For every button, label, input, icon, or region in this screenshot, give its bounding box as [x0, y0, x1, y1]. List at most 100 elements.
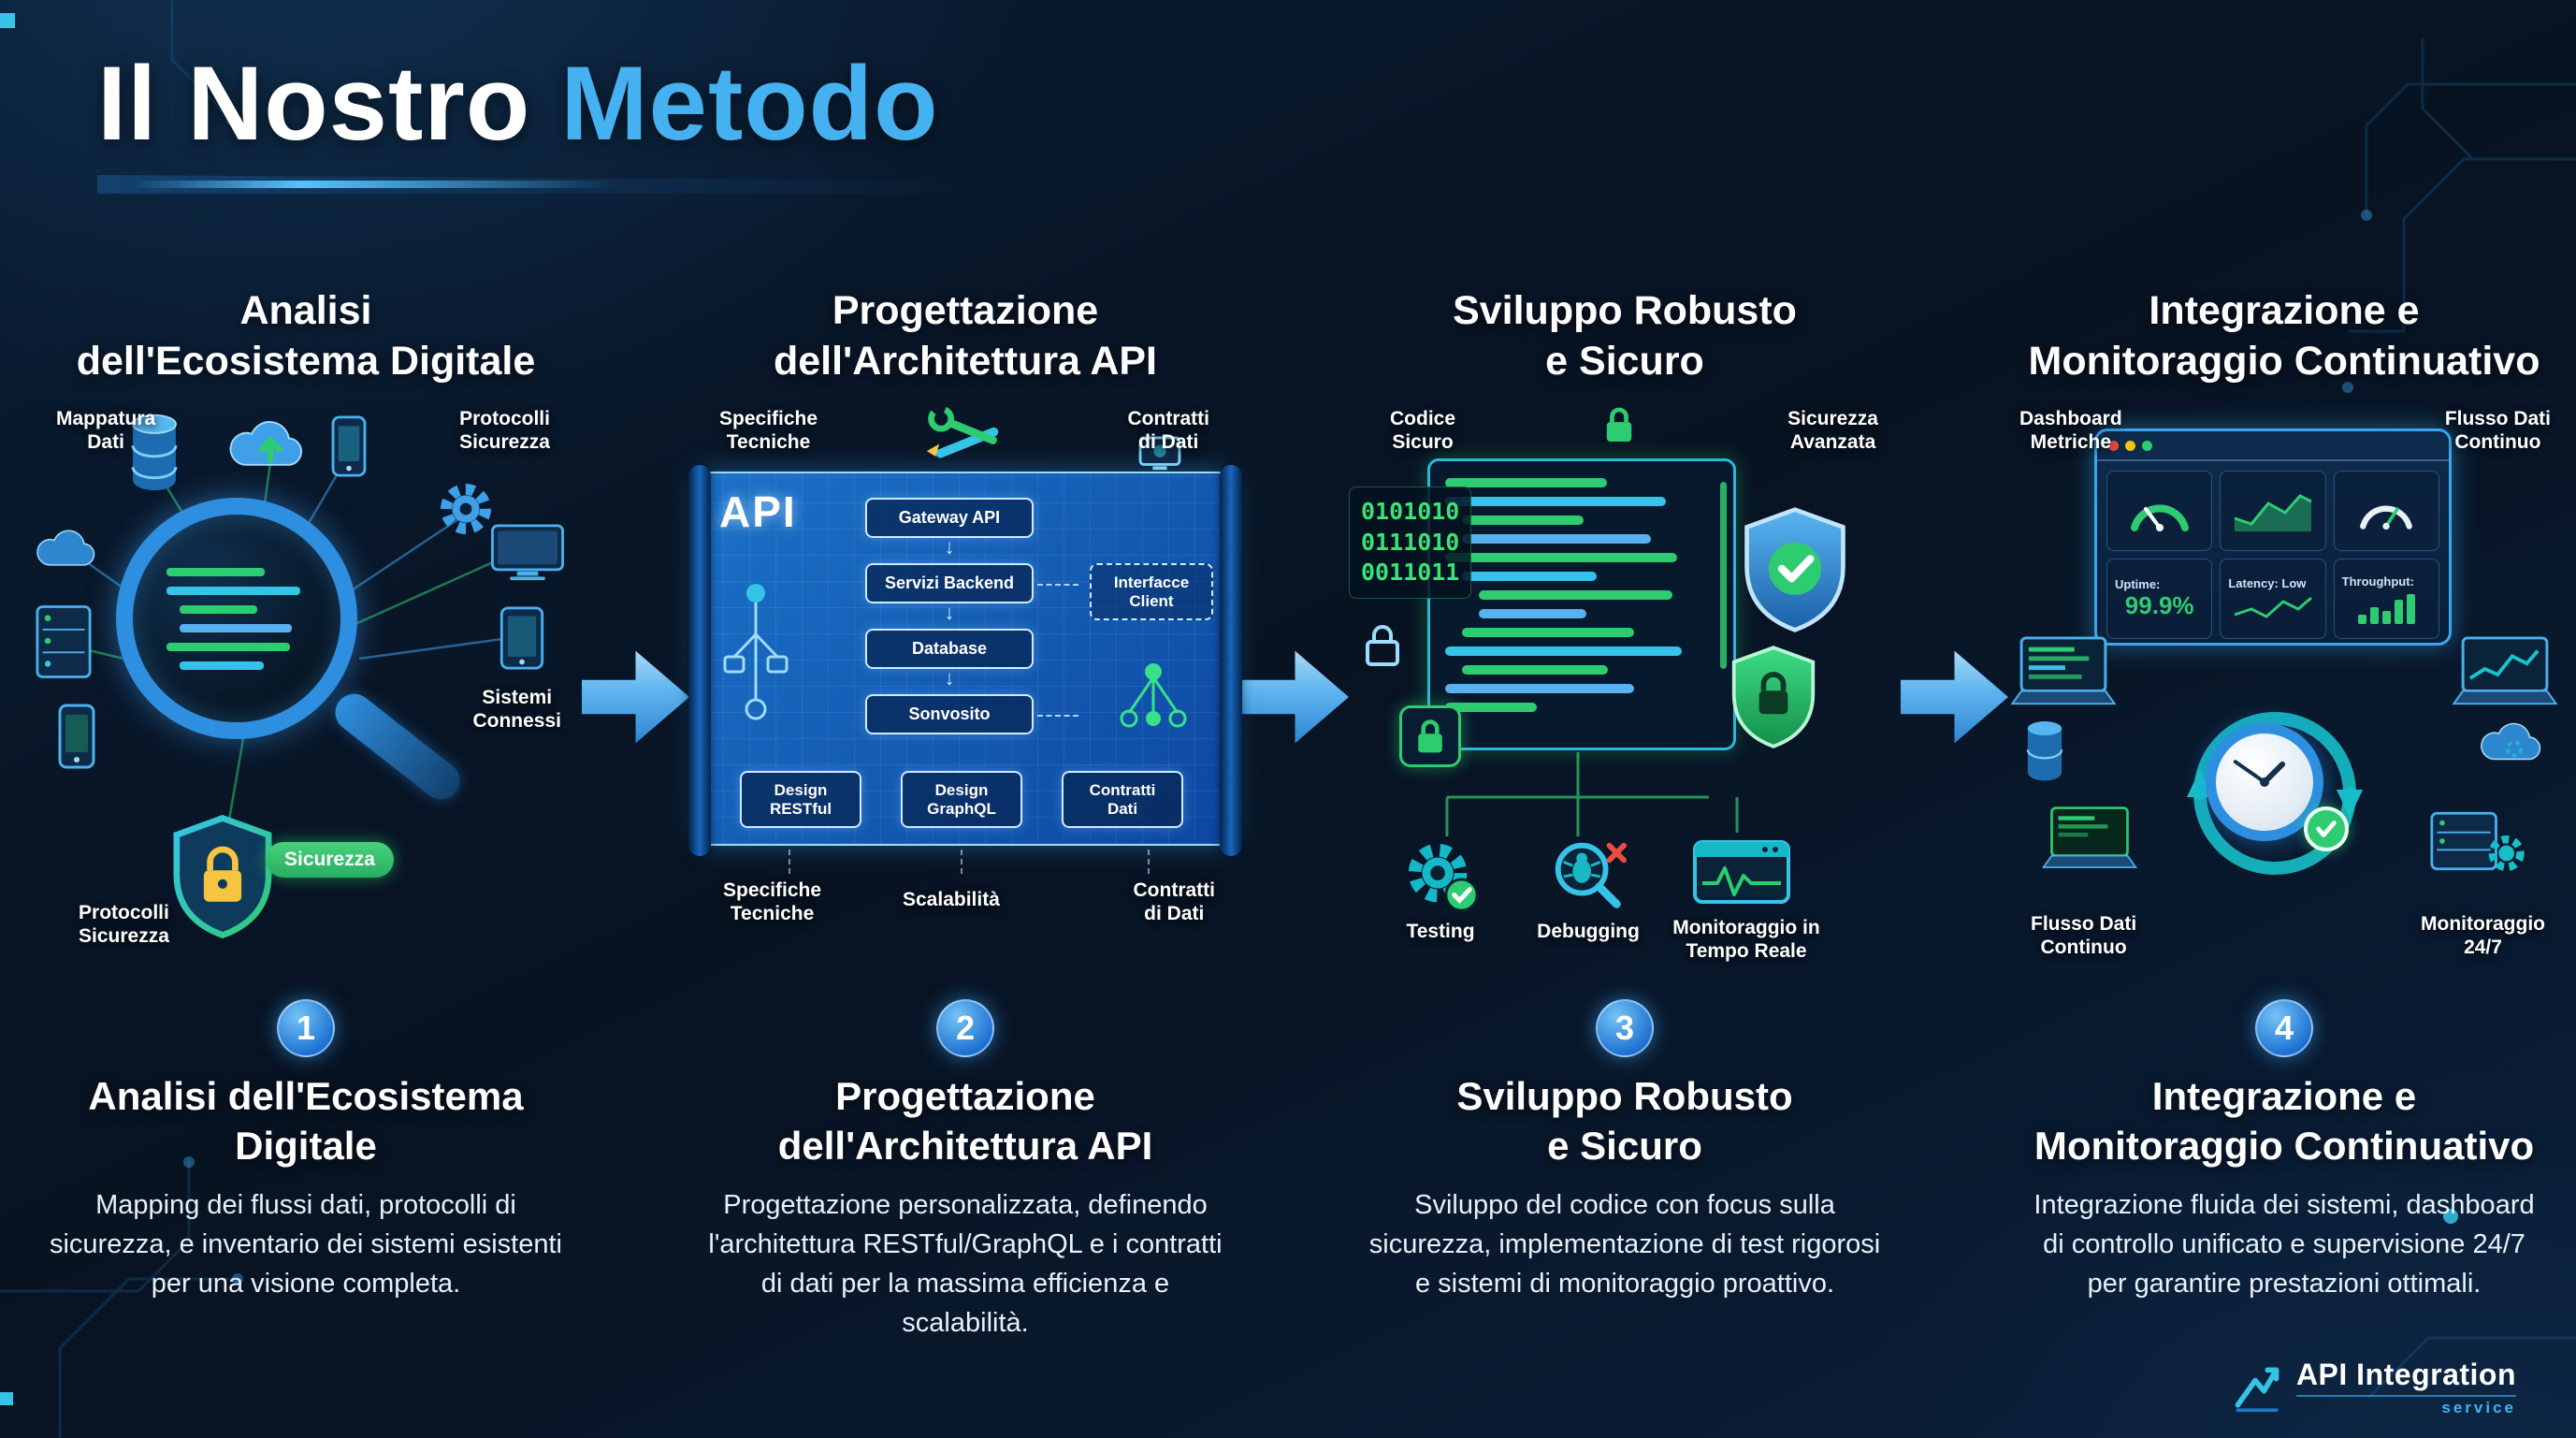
step-2-title: Progettazione dell'Architettura API: [773, 288, 1158, 384]
padlock-outline-icon: [1364, 621, 1401, 668]
brand-arrow-icon: [2235, 1367, 2279, 1413]
tablet-icon: [499, 606, 544, 670]
shield-lock-icon: [170, 814, 275, 939]
window-dot-green: [2142, 440, 2152, 451]
throughput-tile: Throughput:: [2333, 559, 2439, 639]
realtime-monitor-icon: [1693, 840, 1790, 909]
dashed-connector: [1037, 584, 1078, 586]
flow-box-4: Sonvosito: [865, 694, 1034, 734]
page-title-accent: Metodo: [560, 45, 939, 162]
phone-icon: [58, 704, 95, 769]
node-tree-icon: [1114, 659, 1193, 756]
dashed-connector: [1037, 715, 1078, 717]
binary-code-block: 0101010 0111010 0011011: [1349, 487, 1472, 599]
page-title-primary: Il Nostro: [97, 45, 531, 162]
step-3: Sviluppo Robusto e Sicuro Codice Sicuro …: [1349, 281, 1901, 1303]
window-dot-red: [2108, 440, 2119, 451]
step-1-number-badge: 1: [277, 999, 335, 1057]
label-debugging: Debugging: [1537, 921, 1640, 942]
server-gear-icon: [2429, 805, 2526, 878]
blueprint-scroll: API Gateway API ↓ Servizi Backend: [688, 465, 1242, 856]
connector-lines: [1445, 752, 1739, 836]
step-4-illustration: Dashboard Metriche Flusso Dati Continuo: [2008, 404, 2560, 966]
callout-mappatura-dati: Mappatura Dati: [56, 408, 156, 453]
latency-label: Latency: Low: [2228, 575, 2307, 590]
down-arrow-icon: ↓: [944, 535, 955, 559]
callout-monitoraggio-247: Monitoraggio 24/7: [2421, 913, 2545, 958]
dashboard-grid: Uptime: 99.9% Latency: Low Throughput:: [2097, 461, 2449, 648]
brand-text: API Integration service: [2295, 1358, 2516, 1417]
callout-protocolli-sicurezza-bottom: Protocolli Sicurezza: [79, 902, 169, 947]
cloud-sync-icon: [2474, 717, 2554, 771]
step-2-description: Progettazione personalizzata, definendo …: [708, 1190, 1223, 1339]
page-header: Il Nostro Metodo: [97, 43, 1014, 194]
blueprint-api-label: API: [719, 487, 797, 536]
callout-sistemi-connessi: Sistemi Connessi: [472, 687, 561, 732]
step-3-heading: Sviluppo Robusto e Sicuro: [1456, 1074, 1793, 1168]
design-tools-icon: [921, 404, 1011, 460]
step-1: Analisi dell'Ecosistema Digitale Mappatu…: [30, 281, 582, 1303]
step-2-number-badge: 2: [936, 999, 994, 1057]
callout-codice-sicuro: Codice Sicuro: [1390, 408, 1456, 453]
callout-scalabilita: Scalabilità: [903, 889, 1000, 910]
laptop-terminal-icon: [2040, 805, 2139, 874]
testing-gear-icon: [1401, 836, 1480, 915]
brand-subtitle: service: [2295, 1395, 2516, 1417]
magnifier-code-lines: [166, 558, 307, 680]
flowchart-glyph-icon: [721, 578, 790, 728]
step-3-title: Sviluppo Robusto e Sicuro: [1453, 288, 1797, 384]
scroll-edge-left: [688, 465, 711, 856]
shield-padlock-icon: [1729, 644, 1818, 750]
down-arrow-icon: ↓: [944, 666, 955, 690]
process-steps: Analisi dell'Ecosistema Digitale Mappatu…: [30, 281, 2560, 1343]
uptime-tile: Uptime: 99.9%: [2106, 559, 2213, 639]
debugging-bug-icon: [1547, 835, 1629, 917]
dashed-connector: [789, 850, 790, 874]
design-box-contratti-dati: Contratti Dati: [1062, 771, 1183, 829]
flow-box-database: Database: [865, 629, 1034, 669]
dashed-connector: [1148, 850, 1150, 874]
cloud-upload-icon: [222, 414, 319, 479]
check-badge-icon: [2304, 806, 2349, 851]
label-testing: Testing: [1406, 921, 1475, 942]
brand-name: API Integration: [2295, 1358, 2516, 1391]
clock-icon: [2206, 723, 2323, 841]
callout-specifiche-tecniche-top: Specifiche Tecniche: [719, 408, 818, 453]
padlock-icon: [1603, 404, 1635, 445]
laptop-code-icon: [2008, 634, 2119, 711]
database-cylinder-icon: [2023, 719, 2066, 782]
uptime-label: Uptime:: [2115, 577, 2161, 591]
database-stack-icon: [127, 412, 181, 492]
step-2-heading: Progettazione dell'Architettura API: [777, 1074, 1153, 1168]
flow-arrow-1: [582, 650, 689, 744]
dashed-connector: [961, 850, 962, 874]
callout-flusso-dati-top: Flusso Dati Continuo: [2444, 408, 2551, 453]
side-box-interfacce-client: Interfacce Client: [1090, 563, 1213, 621]
step-1-description: Mapping dei flussi dati, protocolli di s…: [49, 1190, 562, 1300]
step-3-description: Sviluppo del codice con focus sulla sicu…: [1368, 1190, 1881, 1300]
callout-dashboard-metriche: Dashboard Metriche: [2019, 408, 2122, 453]
server-icon: [36, 604, 92, 679]
flow-arrow-3: [1901, 650, 2008, 744]
clock-center-dot: [2260, 777, 2269, 787]
callout-sicurezza-avanzata: Sicurezza Avanzata: [1787, 408, 1878, 453]
smartphone-icon: [331, 415, 367, 477]
area-chart-tile: [2220, 471, 2326, 551]
gauge-tile: [2106, 471, 2213, 551]
window-dot-yellow: [2125, 440, 2135, 451]
scrollbar[interactable]: [1720, 482, 1727, 669]
dashboard-titlebar: [2097, 431, 2449, 461]
down-arrow-icon: ↓: [944, 601, 955, 624]
step-1-title: Analisi dell'Ecosistema Digitale: [76, 288, 536, 384]
title-underline: [97, 175, 1014, 194]
callout-protocolli-sicurezza-top: Protocolli Sicurezza: [459, 408, 550, 453]
step-2-illustration: Specifiche Tecniche Contratti di Dati AP…: [688, 404, 1242, 966]
lock-badge-icon: [1399, 705, 1461, 767]
code-editor-window: [1427, 458, 1736, 750]
design-box-restful: Design RESTful: [740, 771, 861, 829]
flow-box-gateway-api: Gateway API: [865, 498, 1034, 538]
dashboard-window: Uptime: 99.9% Latency: Low Throughput:: [2094, 428, 2452, 646]
laptop-chart-icon: [2450, 634, 2560, 711]
throughput-bars: [2357, 592, 2415, 624]
monitor-icon: [490, 524, 565, 582]
